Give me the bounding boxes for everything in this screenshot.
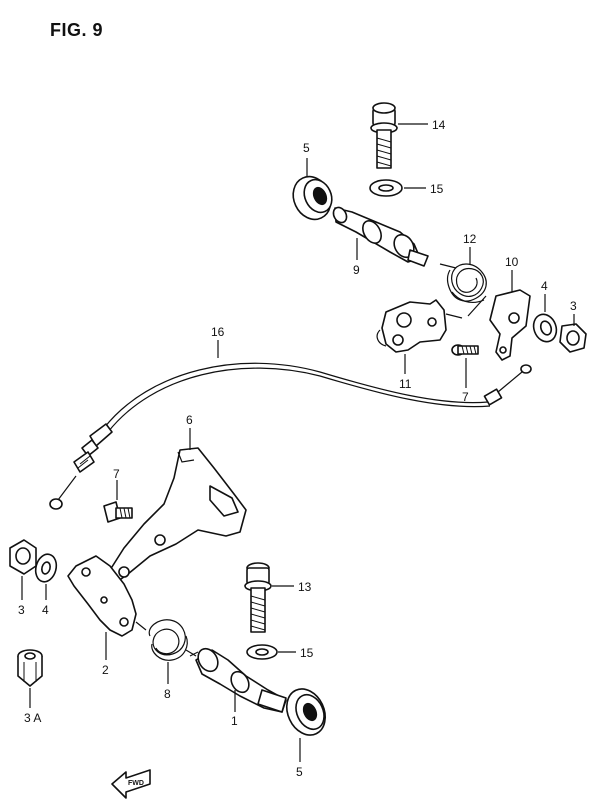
callout-8: 8 [164,687,171,701]
callout-12: 12 [463,232,477,246]
part-3A-nut [17,649,43,687]
part-13-bolt [244,562,272,633]
callout-3-right: 3 [570,299,577,313]
callout-9: 9 [353,263,360,277]
callout-7-upper: 7 [462,390,469,404]
part-3-nut-left [9,539,37,575]
part-7-screw-lower [103,501,133,523]
part-10-lever [489,289,531,361]
part-2-lever [67,555,137,637]
callout-3-left: 3 [18,603,25,617]
callout-4-left: 4 [42,603,49,617]
part-6-bracket [109,447,247,585]
callout-13: 13 [298,580,312,594]
callout-5-lower: 5 [296,765,303,779]
callout-2: 2 [102,663,109,677]
part-9-shaft [332,206,429,267]
callout-7-lower: 7 [113,467,120,481]
part-15-washer-lower [246,644,278,660]
part-3-nut-right [559,323,587,353]
callout-3A: 3 A [24,711,41,725]
part-5-oil-seal-top [292,175,333,221]
callout-4-right: 4 [541,279,548,293]
part-4-washer-left [34,553,58,583]
part-8-spring [135,619,197,661]
callout-5-top: 5 [303,141,310,155]
callout-16: 16 [211,325,225,339]
part-15-washer-top [369,179,403,197]
part-11-bracket [376,299,463,353]
callout-14: 14 [432,118,446,132]
part-4-washer-right [532,313,558,343]
part-7-screw-upper [451,344,479,356]
part-1-shaft [189,647,287,713]
callout-11: 11 [399,377,412,391]
part-14-bolt [370,102,398,169]
callout-10: 10 [505,255,519,269]
callout-1: 1 [231,714,238,728]
fwd-label: FWD [128,780,144,787]
callout-15-top: 15 [430,182,444,196]
fwd-arrow-icon: FWD [111,769,151,799]
part-5-oil-seal-lower [285,688,327,736]
figure-title: FIG. 9 [50,20,104,40]
part-12-spring [439,263,487,317]
callout-15-lower: 15 [300,646,314,660]
part-16-cable [49,362,532,510]
callout-6: 6 [186,413,193,427]
